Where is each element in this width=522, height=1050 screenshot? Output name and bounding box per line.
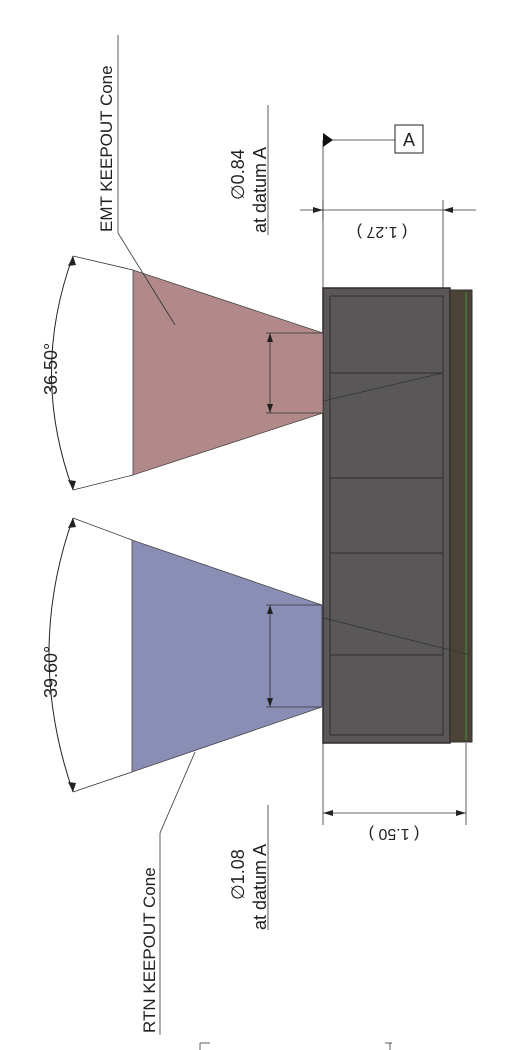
rtn-cone-shape xyxy=(131,539,323,773)
rtn-cone-label: RTN KEEPOUT Cone xyxy=(140,867,159,1033)
emt-label-leader xyxy=(117,232,176,326)
emt-keepout-cone xyxy=(51,35,324,491)
datum-a-label: A xyxy=(403,130,415,150)
emt-angle-arc xyxy=(51,255,74,491)
datum-a-symbol: A xyxy=(322,124,424,288)
emt-diameter-label: ∅0.84 xyxy=(228,149,248,200)
bottom-dimension: ( 1.50 ) xyxy=(322,743,467,842)
rtn-diameter-label: ∅1.08 xyxy=(228,849,248,900)
emt-cone-shape xyxy=(132,269,324,476)
emt-cone-label: EMT KEEPOUT Cone xyxy=(97,65,116,232)
rtn-angle-label: 39.60° xyxy=(41,646,61,698)
rtn-label-leader xyxy=(159,751,196,834)
dimension-bottom-value: ( 1.50 ) xyxy=(369,825,420,842)
rtn-keepout-cone xyxy=(48,517,323,1035)
rtn-angle-arc xyxy=(48,517,74,793)
module-assembly xyxy=(271,287,473,744)
emt-datum-label: at datum A xyxy=(250,147,270,233)
module-segment-lines xyxy=(329,295,444,736)
module-body xyxy=(322,287,451,744)
pcb-layer xyxy=(449,289,473,743)
rtn-datum-label: at datum A xyxy=(250,844,270,930)
dimension-top-value: ( 1.27 ) xyxy=(357,223,408,240)
top-dimension: ( 1.27 ) xyxy=(300,200,476,288)
datum-a-box xyxy=(394,124,424,154)
emt-angle-label: 36.50° xyxy=(41,343,61,395)
